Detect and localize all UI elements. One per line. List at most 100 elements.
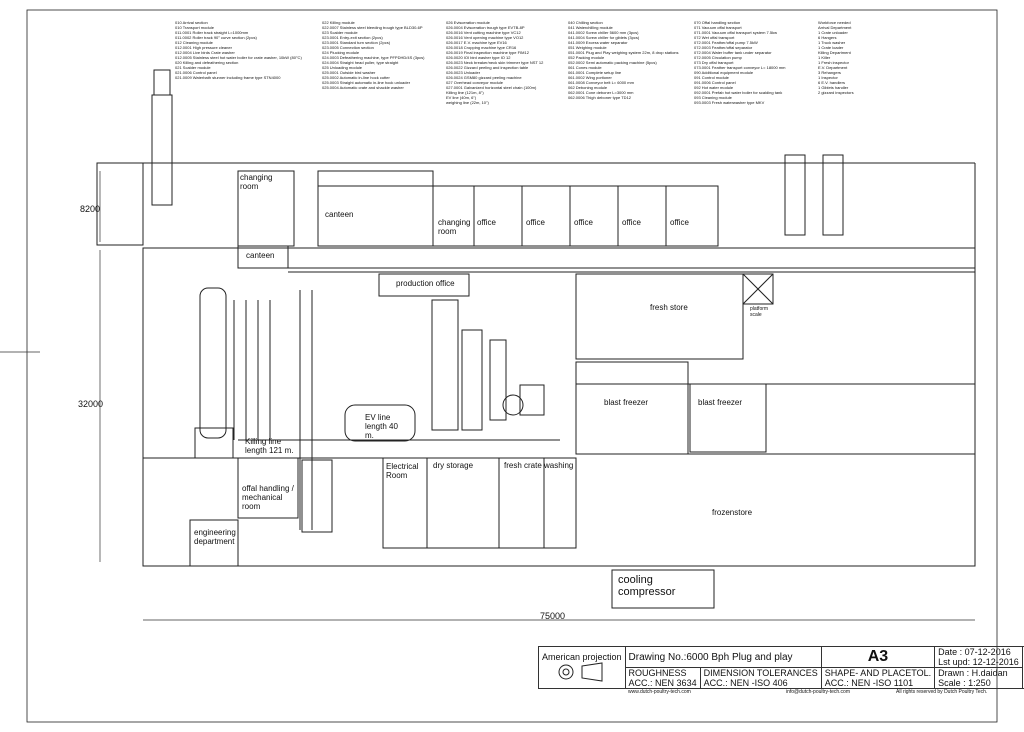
sheet-size: A3: [820, 646, 936, 668]
office-label: office: [477, 218, 496, 227]
legend-entry: 041.0002 Screw chiller 5600 mm (3pcs): [568, 30, 639, 35]
legend-entry: 025 Unloading module: [322, 65, 363, 70]
legend-entry: 023 Scalder module: [322, 30, 358, 35]
legend-entry: 072.0005 Circulation pump: [694, 55, 742, 60]
legend-entry: weighing line (22m, 10"): [446, 100, 489, 105]
drawing-number: 6000 Bph Plug and play: [686, 651, 793, 663]
legend-entry: 026.0023 Neck breaker/neck skin trimmer …: [446, 60, 544, 65]
legend-entry: 1 Fresh inspector: [818, 60, 849, 65]
legend-entry: 024.0004 Straight head puller, type stra…: [322, 60, 399, 65]
legend-entry: 070 Offal handling section: [694, 20, 741, 25]
legend-entry: 021 Scalder module: [175, 65, 211, 70]
logo: [1021, 646, 1024, 689]
legend-entry: 072.0001 Feather/offal pump 7.5kW: [694, 40, 758, 45]
legend-entry: EV line (40m, 6"): [446, 95, 477, 100]
legend-entry: 010 Transport module: [175, 25, 214, 30]
legend-entry: 1 Giblets handler: [818, 85, 849, 90]
legend-entry: 3 Rehangers: [818, 70, 841, 75]
office-label: office: [526, 218, 545, 227]
projection-label: American projection: [542, 651, 622, 662]
legend-entry: 012.0005 Stainless steel hot water boile…: [175, 55, 302, 60]
legend-entry: 061.0001 Complete setup line: [568, 70, 622, 75]
legend-entry: 025.0002 Automatic in-line hock cutter: [322, 75, 390, 80]
canteen-upper-label: canteen: [325, 210, 354, 219]
legend-entry: 024.0003 Defeathering machine, type PFPD…: [322, 55, 425, 60]
shape-tolerance-cell: SHAPE- AND PLACETOL.ACC.: NEN -ISO 1101: [820, 667, 936, 689]
legend-entry: 012.0004 Live birds Crate washer: [175, 50, 235, 55]
legend-entry: 073.0001 Feather transport conveyor L= 1…: [694, 65, 786, 70]
legend-entry: 051.0001 Plug and Play weighing system 2…: [568, 50, 679, 55]
office-label: office: [670, 218, 689, 227]
legend-entry: 092 Hot water module: [694, 85, 734, 90]
legend-entry: 011.0002 Roller track 90° curve section …: [175, 35, 257, 40]
legend-entry: 026 Evisceration module: [446, 20, 490, 25]
legend-entry: 027 Overhead conveyor module: [446, 80, 503, 85]
legend-entry: 026.0024 GSM80 gizzard peeling machine: [446, 75, 522, 80]
legend-entry: 091.0006 Control panel: [694, 80, 736, 85]
legend-entry: 6 E.V. handlers: [818, 80, 845, 85]
legend-entry: 041.0004 Screw chiller for giblets (3pcs…: [568, 35, 640, 40]
legend-entry: 026.0004 Evisceration trough type EVTB-8…: [446, 25, 525, 30]
blast-freezer-label: blast freezer: [604, 398, 649, 407]
legend-entry: 051 Weighing module: [568, 45, 607, 50]
legend-entry: 1 Truck washer: [818, 40, 846, 45]
last-update: Lst upd: 12-12-2016: [938, 657, 1019, 667]
legend-entry: 092.0001 Prefab hot water boiler for sca…: [694, 90, 783, 95]
legend-entry: Workforce needed: [818, 20, 851, 25]
legend-entry: Killing Department: [818, 50, 851, 55]
rights-notice: All rights reserved by Dutch Poultry Tec…: [896, 689, 988, 695]
office-label: office: [622, 218, 641, 227]
legend-entry: 012.0001 High pressure cleaner: [175, 45, 232, 50]
dimension-height-top: 8200: [80, 204, 101, 214]
dimension-tolerance-standard: ACC.: NEN -ISO 406: [703, 678, 788, 688]
legend-entry: 026.0022 Gizzard peeling and inspection …: [446, 65, 529, 70]
projection-cell: American projection: [538, 646, 626, 689]
legend-entry: 026.0017 E.V. machine type EV16: [446, 40, 507, 45]
drawn-by: Drawn : H.daidan: [938, 668, 1008, 678]
production-office-label: production office: [396, 279, 455, 288]
canteen-lower-label: canteen: [246, 251, 275, 260]
killing-line-label: Killing line length 121 m.: [245, 437, 294, 455]
projection-symbol-icon: [558, 661, 603, 682]
legend-entry: 026.0016 Vent opening machine type VO12: [446, 35, 524, 40]
legend-entry: 090 Additional equipment module: [694, 70, 754, 75]
legend-entry: 026.0023 Unloader: [446, 70, 481, 75]
legend-entry: 062.0001 Cone deboner L=3000 mm: [568, 90, 634, 95]
legend-entry: 023.0001 Standard turn section (2pcs): [322, 40, 391, 45]
legend-entry: 024 Plucking module: [322, 50, 360, 55]
legend-entry: 091 Control module: [694, 75, 729, 80]
drawing-number-label: Drawing No.:: [628, 651, 687, 663]
ev-line-label: EV line length 40 m.: [365, 413, 398, 440]
legend-entry: 093 Cleaning module: [694, 95, 732, 100]
legend-entry: 1 Inspector: [818, 75, 838, 80]
legend-entry: 020 Killing and defeathering section: [175, 60, 239, 65]
offal-handling-label: offal handling / mechanical room: [242, 484, 294, 511]
legend-entry: 1 Killer: [818, 55, 831, 60]
legend-entry: 023.0005 Connection section: [322, 45, 374, 50]
legend-entry: 052 Packing module: [568, 55, 605, 60]
legend-entry: 041 Waterchilling module: [568, 25, 613, 30]
changing-room-2-label: changing room: [438, 218, 471, 236]
legend-entry: 025.0001 Outside bird washer: [322, 70, 376, 75]
legend-entry: 021.0009 Waterbath stunner including fra…: [175, 75, 281, 80]
legend-entry: 072 Wet offal transport: [694, 35, 735, 40]
legend-entry: 022 Killing module: [322, 20, 355, 25]
dimension-height-main: 32000: [78, 399, 104, 409]
legend-entry: 026.0016 Vent cutting machine type VC12: [446, 30, 521, 35]
website: www.dutch-poultry-tech.com: [628, 689, 691, 695]
dimension-tolerance-label: DIMENSION TOLERANCES: [703, 668, 818, 678]
blast-freezer-label: blast freezer: [698, 398, 743, 407]
drawing-number-cell: Drawing No.:6000 Bph Plug and play: [624, 646, 822, 668]
legend-entry: 062.0006 Thigh deboner type TD12: [568, 95, 632, 100]
frozenstore-label: frozenstore: [712, 508, 753, 517]
legend-entry: 011.0001 Roller track straight L=1000mm: [175, 30, 249, 35]
legend-entry: 062 Deboning module: [568, 85, 608, 90]
legend-entry: 023.0001 Entry-exit section (2pcs): [322, 35, 383, 40]
